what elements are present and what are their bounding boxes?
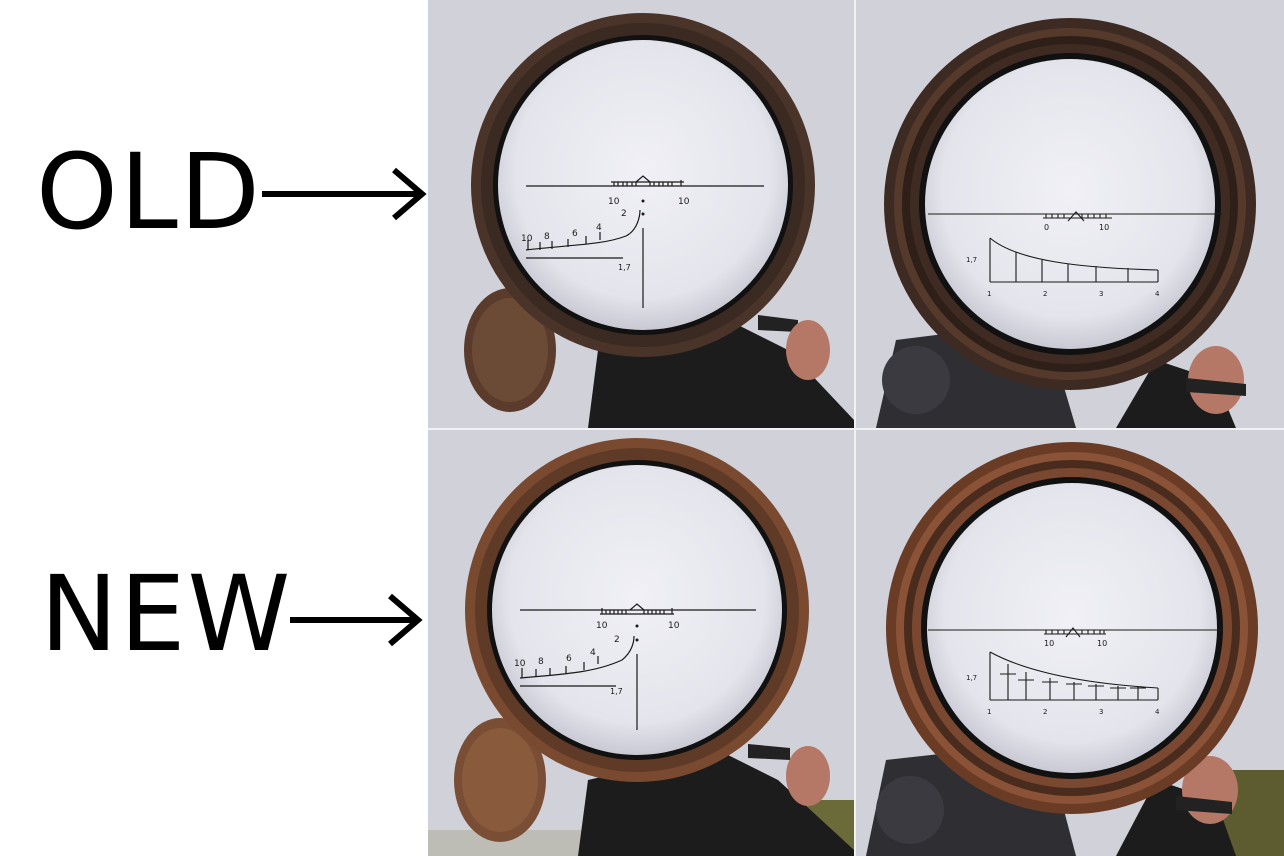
panel-divider	[428, 428, 1284, 430]
old-label: OLD	[36, 131, 262, 253]
stadia-label: 1,7	[966, 256, 977, 264]
scope-lens	[927, 483, 1217, 773]
range-mark: 4	[1155, 708, 1160, 716]
reticle-left-number: 10	[608, 197, 620, 207]
drop-mark: 8	[544, 232, 550, 242]
drop-mark: 2	[614, 635, 620, 645]
scope-pso-old: 10 10 10 8 6 4 2 1,7	[428, 0, 854, 428]
scope-pu-new: 10 10 1,7 1 2 3 4	[856, 430, 1284, 856]
drop-mark: 6	[566, 654, 572, 664]
range-mark: 3	[1099, 290, 1103, 298]
reticle-right-number: 10	[678, 197, 690, 207]
drop-mark: 8	[538, 657, 544, 667]
reticle	[525, 175, 764, 308]
reticle-right-number: 10	[1097, 639, 1107, 648]
stadia-label: 1,7	[618, 263, 631, 272]
range-mark: 2	[1043, 290, 1047, 298]
reticle-right-number: 10	[1099, 223, 1109, 232]
stadia-label: 1,7	[966, 674, 977, 682]
drop-mark: 10	[521, 234, 533, 244]
reticle-left-number: 10	[596, 621, 608, 631]
reticle-right-number: 10	[668, 621, 680, 631]
new-label: NEW	[40, 553, 293, 675]
reticle-left-number: 0	[1044, 223, 1049, 232]
reticle	[928, 627, 1222, 701]
new-arrow-icon	[290, 593, 423, 647]
range-mark: 4	[1155, 290, 1160, 298]
reticle-left-number: 10	[1044, 639, 1054, 648]
drop-mark: 4	[596, 223, 602, 233]
scope-lens	[925, 59, 1215, 349]
stadia-label: 1,7	[610, 687, 623, 696]
old-arrow-icon	[262, 167, 427, 221]
range-mark: 2	[1043, 708, 1047, 716]
drop-mark: 6	[572, 229, 578, 239]
drop-mark: 10	[514, 659, 526, 669]
range-mark: 1	[987, 708, 991, 716]
reticle	[928, 211, 1222, 283]
reticle	[519, 603, 756, 730]
scope-pso-new: 10 10 10 8 6 4 2 1,7	[428, 430, 854, 856]
scope-pu-old: 0 10 1,7 1 2 3 4	[856, 0, 1284, 428]
drop-mark: 4	[590, 648, 596, 658]
range-mark: 1	[987, 290, 991, 298]
drop-mark: 2	[621, 209, 627, 219]
range-mark: 3	[1099, 708, 1103, 716]
